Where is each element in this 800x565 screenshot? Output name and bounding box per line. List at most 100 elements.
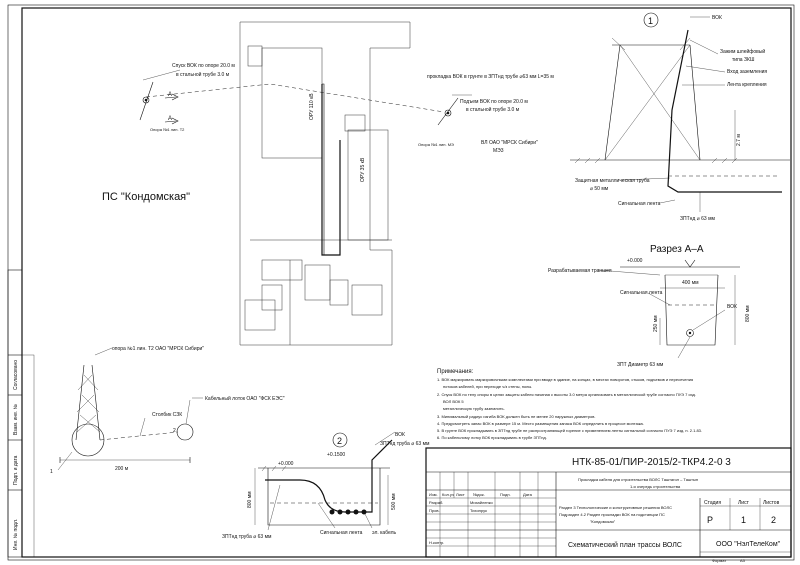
section-aa-vok: ВОК [727,304,737,310]
support-right-label: Опора №1 лин. МЭ [418,142,454,147]
stamp-drawing-title: Схематический план трассы ВОЛС [568,541,682,549]
lift-note-2: в стальной трубе 3.0 м [466,106,520,113]
section-aa-title: Разрез А–А [650,244,704,255]
note-line-7: 4. Предусмотреть запас ВОК в размере 15 … [437,421,644,426]
section-aa-level: +0.000 [627,258,643,264]
detail2-d500: 500 мм [391,493,397,510]
detail1-vok-label: ВОК [712,15,722,21]
stamp-sheet-header: Лист [738,500,750,506]
stamp-format-label: Формат [712,558,726,563]
notes-title: Примечания: [437,369,474,375]
stamp-org: ООО "НэлТелеКом" [716,541,781,548]
section-mark-a2: А [168,116,172,122]
vl-label-2: МЭ3 [493,148,504,154]
stamp-stage-header: Стадия [704,500,721,506]
detail-2: 2 800 мм 500 мм ВОК ЗПТнд труба ⌀ 63 мм … [222,431,430,540]
substation-label: ПС "Кондомская" [102,191,190,203]
stamp-role-check: Пров. [429,508,440,513]
section-aa-pipe: ЗПТ Диаметр 63 мм [617,362,664,368]
binding-strip: Согласовано Взам. инв. № Подп. и дата Ин… [7,269,35,558]
stamp-col-kol: Кол.уч [442,492,454,497]
note-line-2: потоков кабелей, при переходе ч/з стены,… [443,384,532,389]
note-line-6: 3. Минимальный радиус изгиба ВОК должен … [437,414,596,419]
stamp-project-1: Прокладка кабеля для строительства ВОЛС … [578,477,698,482]
section-aa-signal-tape: Сигнальная лента [620,290,663,296]
detail1-clamp-label-1: Зажим шлейфовый [720,48,765,55]
stamp-section-1: Раздел 3 Технологические и конструктивны… [559,505,672,510]
section-mark-a1: А [168,92,172,98]
stamp-role-dev: Разраб. [429,500,443,505]
note-line-8: 5. В грунте ВОК прокладывать в ЗПТнд тру… [437,428,702,433]
support-n1: 1 [50,469,53,475]
section-aa-d250: 250 мм [653,315,659,332]
post-label: Столбик СЗК [152,412,182,418]
stamp-role-nk: Н.контр. [429,540,444,545]
detail1-signal-tape-label: Сигнальная лента [618,201,661,207]
detail2-level-top: +0.1500 [327,452,345,458]
stamp-sheets-header: Листов [763,500,780,506]
section-aa: Разрез А–А +0.000 Разрабатываемая транше… [548,244,751,368]
stamp-sheets: 2 [771,515,776,525]
vl-label-1: ВЛ ОАО "МРСК Сибири" [481,140,538,146]
ory110-label: ОРУ 110 кВ [309,93,315,120]
detail2-hdpe-top: ЗПТнд труба ⌀ 63 мм [380,441,430,447]
detail1-steel-pipe-label-2: ⌀ 50 мм [590,186,609,192]
note-line-4: ВОЛ ВОК 5 [443,399,464,404]
stamp-col-sign: Подп. [500,492,511,497]
stamp-col-izm: Изм. [429,492,438,497]
detail2-cable-bundle [329,509,367,515]
laying-note: прокладка ВОК в грунте в ЗПТнд трубе ⌀63… [427,74,554,80]
stamp-col-date: Дата [523,492,533,497]
descent-left-note-1: Спуск ВОК по опоре 20.0 м [172,63,235,69]
note-line-9: 6. По кабельному лотку ВОК прокладывать … [437,435,547,440]
notes-block: Примечания: 1. ВОК маркировать маркирово… [437,369,702,440]
note-line-3: 2. Спуск ВОК по телу опоры в целях защит… [437,392,696,397]
stamp-project-2: 1-я очередь строительства [630,484,681,489]
stamp-section-3: "Кондомская" [590,519,616,524]
support-n2: 2 [173,428,176,434]
detail1-steel-pipe-label-1: Защитная металлическая труба [575,178,650,184]
sidebar-label-agreed: Согласовано [13,360,19,390]
detail2-d800: 800 мм [247,491,253,508]
stamp-name-check: Тихонрук [470,508,487,513]
detail2-number: 2 [337,436,342,446]
descent-left-note-2: в стальной трубе 3.0 м [176,71,230,78]
detail1-hdpe-label: ЗПТнд ⌀ 63 мм [680,216,716,222]
detail2-level: +0.000 [278,461,294,467]
section-aa-ground-label: Разрабатываемая траншея [548,268,612,274]
title-block: НТК-85-01/ПИР-2015/2-ТКР4.2-0 3 Прокладк… [425,447,792,563]
stamp-format: А3 [740,558,746,563]
sidebar-label-sign-date: Подп. и дата [13,455,19,485]
support-distance: 200 м [115,466,129,472]
detail1-number: 1 [648,16,653,26]
detail1-tape-label: Лента крепления [727,82,767,88]
note-line-5: металлическую трубу заземлить. [443,406,505,411]
support-t2-label: опора №1 лин. Т2 ОАО "МРСК Сибири" [112,346,204,352]
detail2-vok: ВОК [395,432,405,438]
ory35-label: ОРУ 35 кВ [360,157,366,182]
sidebar-label-inv-number: Инв. № подл. [13,519,19,550]
stamp-stage: Р [707,515,713,525]
stamp-code: НТК-85-01/ПИР-2015/2-ТКР4.2-0 3 [572,457,731,468]
support-left-label: Опора №1 лин. Т2 [150,127,185,132]
stamp-name-dev: Михайленко [470,500,494,505]
detail-1: 1 ВОК Зажим шлейфовый типа ЗКШ Вход зазе… [570,12,790,222]
detail1-height-label: 2.7 м [736,134,742,146]
lift-note-1: Подъем ВОК по опоре 20.0 м [460,99,528,105]
site-plan: ПС "Кондомская" ОРУ 110 кВ ОРУ 35 кВ Спу… [102,21,554,346]
stamp-col-doc: №док. [473,492,485,497]
detail2-hdpe-bottom: ЗПТнд труба ⌀ 63 мм [222,534,272,540]
support-t2-scheme: опора №1 лин. Т2 ОАО "МРСК Сибири" Кабел… [50,346,285,475]
stamp-col-list: Лист [456,492,465,497]
detail1-grounding-label: Вход заземления [727,69,767,75]
detail1-clamp-label-2: типа ЗКШ [732,57,755,63]
stamp-sheet: 1 [741,515,746,525]
detail2-signal-tape: Сигнальная лента [320,530,363,536]
section-aa-width: 400 мм [682,280,699,286]
stamp-section-2: Подраздел 4.2 Раздел прокладки ВОК на по… [559,512,665,517]
note-line-1: 1. ВОК маркировать маркировочными компле… [437,377,693,382]
cable-tray-label: Кабельный лоток ОАО "ФСК ЕЭС" [205,395,285,402]
section-aa-depth: 800 мм [745,305,751,322]
detail2-cable: эл. кабель [372,530,397,536]
